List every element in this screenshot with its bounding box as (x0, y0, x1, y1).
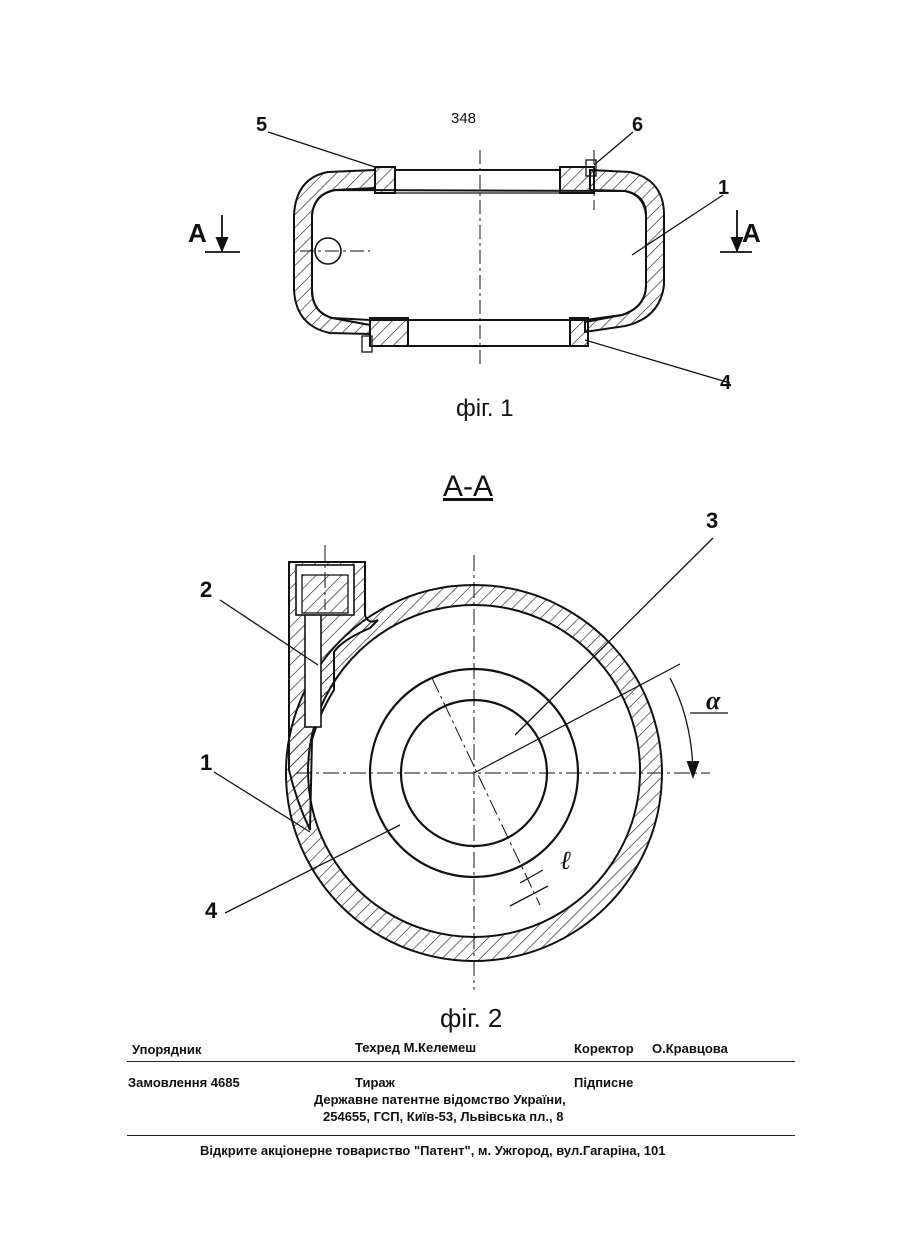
callout-6: 6 (632, 114, 643, 137)
page-number: 348 (451, 110, 476, 127)
housing-wall (294, 170, 664, 334)
footer-rule-bottom (127, 1135, 795, 1136)
bottom-ring-left (370, 318, 408, 346)
callout-3: 3 (706, 508, 718, 534)
top-ring-left (375, 167, 395, 193)
techred: Техред М.Келемеш (355, 1040, 476, 1055)
length-label: ℓ (560, 846, 571, 876)
figure-2-caption: фіг. 2 (440, 1003, 502, 1034)
office-line-2: 254655, ГСП, Київ-53, Львівська пл., 8 (323, 1109, 563, 1124)
bottom-ring-right (570, 318, 588, 346)
angle-label: α (706, 686, 720, 716)
footer-rule-top (127, 1061, 795, 1062)
corrector-label: Коректор (574, 1041, 634, 1056)
section-mark-left: A (188, 218, 207, 249)
inner-cavity (312, 190, 646, 320)
office-line-1: Державне патентне відомство України, (314, 1092, 566, 1107)
circulation-label: Тираж (355, 1075, 395, 1090)
channel-bore (305, 612, 321, 727)
callout-1b: 1 (200, 750, 212, 776)
callout-4: 4 (720, 372, 731, 395)
callout-1: 1 (718, 177, 729, 200)
callout-4b: 4 (205, 898, 217, 924)
figure-1-caption: фіг. 1 (456, 395, 514, 423)
callout-2: 2 (200, 577, 212, 603)
section-mark-right: A (742, 218, 761, 249)
order-number: Замовлення 4685 (128, 1075, 240, 1090)
figure-2 (214, 538, 728, 990)
callout-5: 5 (256, 114, 267, 137)
signed-label: Підписне (574, 1075, 633, 1090)
top-ring-right (560, 167, 594, 193)
figure-1 (205, 132, 752, 383)
corrector-name: О.Кравцова (652, 1041, 728, 1056)
section-title: A-A (443, 470, 493, 504)
printer-line: Відкрите акціонерне товариство "Патент",… (200, 1143, 666, 1158)
compiler-label: Упорядник (132, 1042, 201, 1057)
